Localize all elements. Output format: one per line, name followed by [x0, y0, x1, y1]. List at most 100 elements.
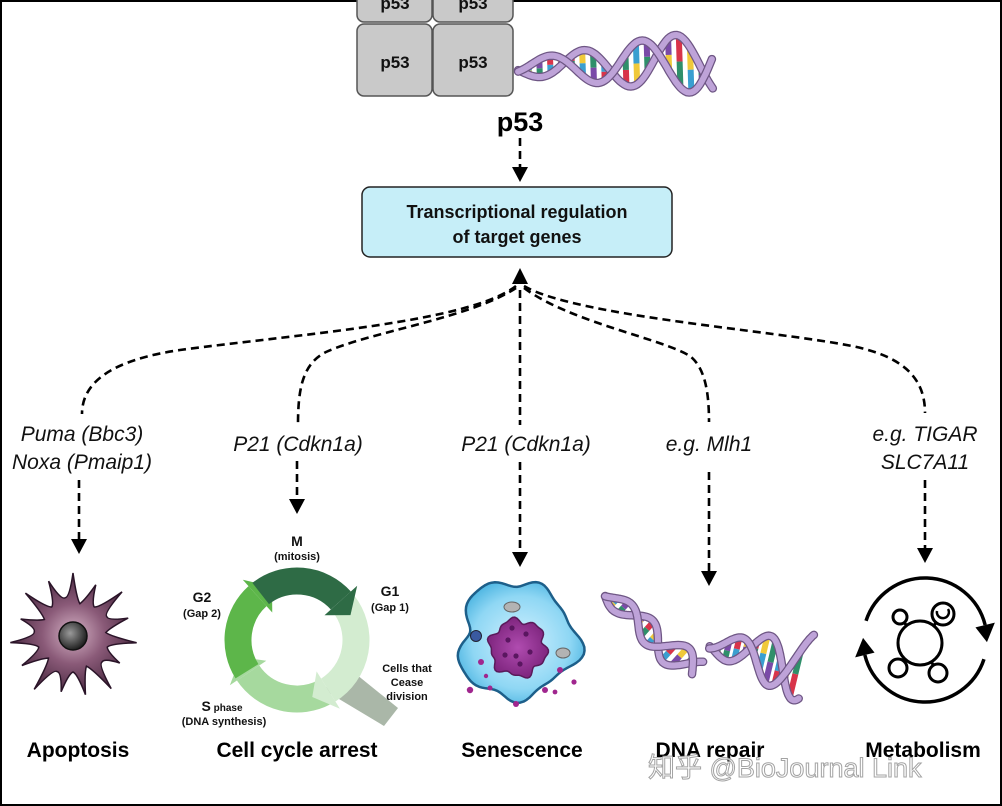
- granule: [487, 685, 493, 691]
- p53-unit: [356, 0, 433, 23]
- phase-s-word: phase: [211, 703, 243, 714]
- branch-cell-cycle-arrest: P21 (Cdkn1a) M (mitosis) G1 (Gap 1) G2 (…: [182, 433, 432, 762]
- dashed-path-apoptosis: [80, 284, 517, 415]
- cease-division-label: Cease: [391, 677, 423, 689]
- apoptotic-cell-icon: [10, 572, 137, 695]
- molecule-atom: [930, 601, 956, 627]
- regulation-box-background: [361, 186, 673, 258]
- p53-tetramer: p53 p53 p53 p53: [356, 0, 514, 97]
- p53-unit-label: p53: [458, 53, 487, 72]
- outcome-label: Cell cycle arrest: [216, 739, 377, 762]
- dashed-path-dna-repair: [523, 286, 711, 423]
- cycle-arrow-arc: [863, 654, 986, 704]
- cell-cycle-icon: [224, 567, 398, 726]
- dna-strand: [602, 593, 707, 669]
- chromatin-spot: [502, 652, 508, 658]
- phase-s-letter: S: [201, 698, 210, 714]
- branch-apoptosis: Puma (Bbc3) Noxa (Pmaip1) Apoptosis: [10, 423, 152, 762]
- molecule-atom: [927, 662, 949, 684]
- arrowhead: [512, 167, 528, 182]
- organelle: [555, 647, 571, 659]
- cease-division-label: division: [386, 691, 428, 703]
- p53-unit-label: p53: [458, 0, 487, 13]
- phase-s-sub: (DNA synthesis): [182, 716, 267, 728]
- chromatin-spot: [505, 637, 511, 643]
- cycle-arrowhead: [855, 637, 875, 658]
- dna-double-helix-icon: [513, 30, 718, 97]
- p53-unit-label: p53: [380, 0, 409, 13]
- phase-m-sub: (mitosis): [274, 551, 320, 563]
- watermark: 知乎 @BioJournal Link: [648, 753, 922, 783]
- granule: [542, 687, 548, 693]
- regulation-box-line: of target genes: [452, 227, 581, 247]
- m-phase-arc: [252, 567, 351, 611]
- gene-label: Noxa (Pmaip1): [12, 451, 152, 474]
- arrowhead: [917, 548, 933, 563]
- arrowhead: [71, 539, 87, 554]
- metabolic-cycle-icon: [855, 576, 995, 704]
- organelle: [470, 630, 482, 642]
- arrowhead: [701, 571, 717, 586]
- phase-arrowhead: [324, 585, 358, 616]
- organelle: [503, 601, 521, 613]
- gene-label: P21 (Cdkn1a): [233, 433, 363, 456]
- outcome-label: Apoptosis: [27, 739, 130, 762]
- fan-out-arrows: [80, 268, 927, 426]
- branch-dna-repair: e.g. Mlh1 DNA repair: [600, 433, 819, 762]
- molecule-atom: [887, 657, 909, 679]
- regulation-box-line: Transcriptional regulation: [406, 202, 627, 222]
- cycle-arrow-arc: [864, 576, 987, 626]
- cycle-arrowhead: [975, 622, 995, 643]
- chromatin-spot: [517, 661, 523, 667]
- granule: [552, 689, 558, 695]
- arrowhead: [512, 552, 528, 567]
- chromatin-spot: [509, 625, 515, 631]
- branch-metabolism: e.g. TIGAR SLC7A11 Metabolism: [855, 423, 995, 762]
- senescent-cell-icon: [456, 580, 586, 707]
- phase-s-label: S phase: [201, 698, 242, 714]
- dna-strand: [706, 631, 817, 689]
- arrow-p53-to-regulation: [512, 138, 528, 182]
- dna-strand: [602, 593, 696, 678]
- cease-division-label: Cells that: [382, 663, 432, 675]
- phase-g2-sub: (Gap 2): [183, 608, 221, 620]
- outcome-label: DNA repair: [656, 739, 765, 762]
- phase-g2-label: G2: [193, 589, 212, 605]
- arrowhead: [289, 499, 305, 514]
- apoptotic-cell-nucleus: [58, 621, 88, 651]
- molecule-atom: [891, 608, 909, 626]
- outcome-label: Metabolism: [865, 739, 981, 762]
- broken-dna-fragment-icon: [600, 591, 708, 679]
- phase-m-label: M: [291, 533, 303, 549]
- granule: [478, 659, 484, 665]
- phase-arrowhead: [312, 671, 340, 709]
- phase-g1-sub: (Gap 1): [371, 602, 409, 614]
- chromatin-spot: [527, 649, 533, 655]
- granule: [513, 701, 519, 707]
- granule: [483, 673, 489, 679]
- dna-strand: [706, 632, 802, 704]
- chromatin-spot: [523, 631, 529, 637]
- molecule-atom-detail: [935, 608, 951, 620]
- dashed-path-metabolism: [523, 284, 927, 414]
- gene-label: SLC7A11: [881, 451, 969, 474]
- granule: [571, 679, 577, 685]
- chromatin-spot: [513, 653, 519, 659]
- granule: [557, 667, 563, 673]
- g2-phase-arc: [224, 586, 268, 679]
- gene-label: Puma (Bbc3): [21, 423, 144, 446]
- broken-dna-fragment-icon: [704, 630, 819, 705]
- dna-strand: [515, 31, 716, 92]
- dashed-path-cell-cycle: [296, 286, 517, 426]
- regulation-box: Transcriptional regulation of target gen…: [361, 186, 673, 258]
- p53-unit: [432, 0, 514, 23]
- gene-label: e.g. TIGAR: [872, 423, 977, 446]
- arrowhead: [512, 268, 528, 284]
- branch-senescence: P21 (Cdkn1a) Senescence: [456, 433, 591, 762]
- p53-unit: [432, 23, 514, 97]
- gene-label: e.g. Mlh1: [666, 433, 752, 456]
- p53-unit: [356, 23, 433, 97]
- dna-strand: [515, 37, 715, 96]
- senescent-cell-nucleus: [486, 616, 550, 679]
